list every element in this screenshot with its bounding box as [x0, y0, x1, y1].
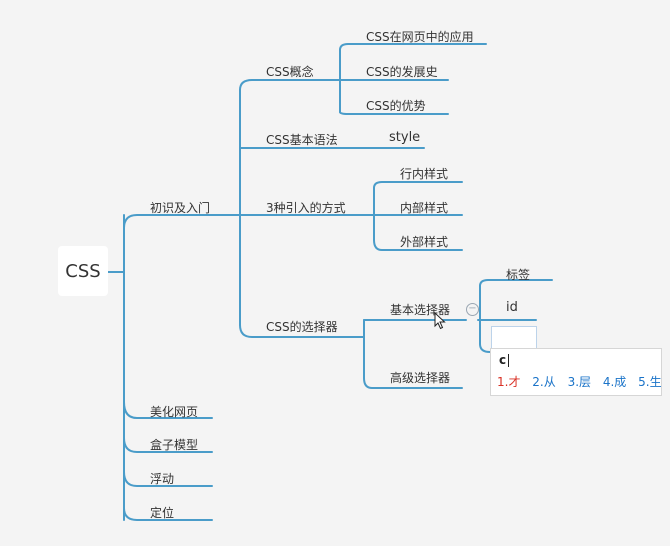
ime-caret [508, 354, 509, 367]
new-node-edit-field[interactable] [491, 326, 537, 350]
node-css-concept[interactable]: CSS概念 [266, 65, 314, 79]
node-css-usage[interactable]: CSS在网页中的应用 [366, 30, 474, 44]
node-inline-style[interactable]: 行内样式 [400, 167, 449, 181]
ime-candidate-list: 1.才 2.从 3.层 4.成 5.生 [497, 373, 670, 390]
node-internal-style[interactable]: 内部样式 [400, 201, 449, 215]
node-external-style[interactable]: 外部样式 [400, 235, 449, 249]
mouse-cursor-icon [434, 311, 446, 330]
ime-candidate[interactable]: 1.才 [497, 375, 521, 389]
node-css-syntax[interactable]: CSS基本语法 [266, 133, 338, 147]
node-advanced-selector[interactable]: 高级选择器 [390, 371, 451, 385]
node-css-selectors[interactable]: CSS的选择器 [266, 320, 338, 334]
ime-candidate[interactable]: 2.从 [532, 375, 556, 389]
node-beautify[interactable]: 美化网页 [150, 405, 199, 419]
ime-composing-text: c [499, 353, 507, 367]
node-box-model[interactable]: 盒子模型 [150, 438, 199, 452]
node-float[interactable]: 浮动 [150, 472, 175, 486]
ime-candidate[interactable]: 5.生 [638, 375, 662, 389]
ime-candidate[interactable]: 3.层 [567, 375, 592, 389]
node-position[interactable]: 定位 [150, 506, 175, 520]
root-node[interactable]: CSS [58, 246, 108, 296]
node-style[interactable]: style [389, 130, 421, 145]
node-id-selector[interactable]: id [506, 300, 518, 315]
ime-candidate-window[interactable]: c 1.才 2.从 3.层 4.成 5.生 [490, 348, 662, 396]
node-intro-entry[interactable]: 初识及入门 [150, 201, 211, 215]
collapse-icon[interactable]: − [466, 303, 479, 316]
ime-candidate[interactable]: 4.成 [602, 375, 627, 389]
mindmap-connectors [107, 43, 553, 521]
node-tag-selector[interactable]: 标签 [506, 268, 531, 282]
node-css-history[interactable]: CSS的发展史 [366, 65, 438, 79]
node-import-methods[interactable]: 3种引入的方式 [266, 201, 346, 215]
node-css-advantages[interactable]: CSS的优势 [366, 99, 426, 113]
root-label: CSS [65, 260, 101, 282]
